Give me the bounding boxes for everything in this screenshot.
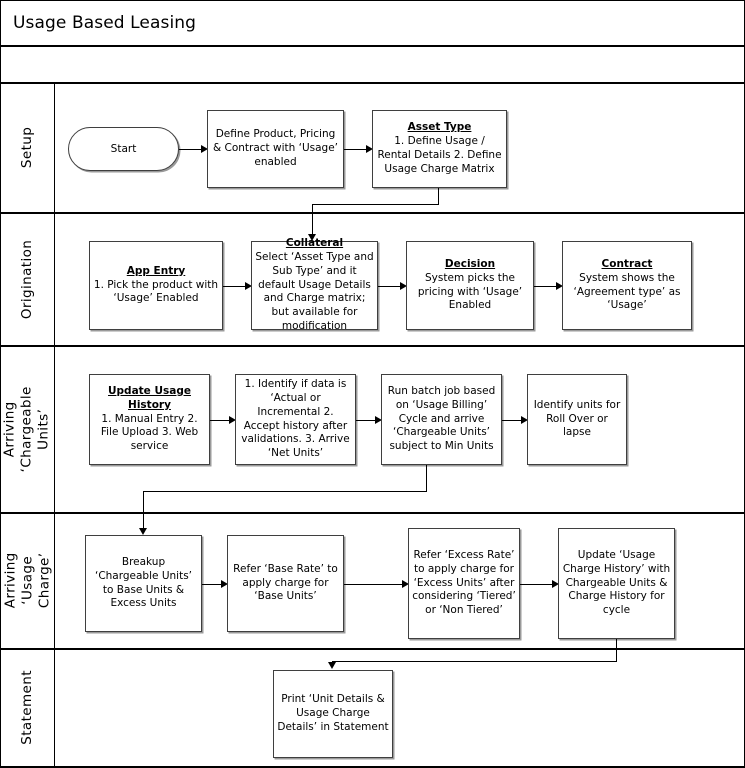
divider-blank-bottom (1, 82, 744, 84)
connector-excess-rate-to-update-history (520, 584, 554, 585)
connector-history-to-print-seg2 (332, 661, 617, 662)
connector-usage-history-to-identify-data (210, 420, 231, 421)
connector-asset-to-collateral-seg3 (312, 204, 313, 239)
node-identify-data-text: 1. Identify if data is ‘Actual or Increm… (241, 377, 350, 460)
node-identify-rollover-text: Identify units for Roll Over or lapse (533, 398, 621, 439)
node-update-usage-history-header: Update Usage History (108, 384, 191, 411)
node-asset-type-header: Asset Type (407, 121, 472, 134)
arrowhead-run-batch-job (375, 416, 382, 424)
connector-decision-to-contract (534, 286, 558, 287)
node-app-entry-header: App Entry (126, 264, 186, 277)
lane-label-column-divider (54, 82, 55, 766)
node-print-statement[interactable]: Print ‘Unit Details & Usage Charge Detai… (273, 670, 393, 758)
arrowhead-refer-excess-rate (402, 580, 409, 588)
node-run-batch-job[interactable]: Run batch job based on ‘Usage Billing’ C… (381, 374, 502, 465)
lane-label-setup-text: Setup (19, 126, 36, 169)
node-run-batch-job-text: Run batch job based on ‘Usage Billing’ C… (387, 384, 496, 453)
connector-base-rate-to-excess-rate (344, 584, 404, 585)
lane-label-statement: Statement (1, 649, 54, 766)
lane-label-statement-text: Statement (19, 670, 36, 745)
node-collateral-body: Select ‘Asset Type and Sub Type’ and it … (255, 250, 374, 333)
divider-chargeable-bottom (1, 512, 744, 514)
node-refer-excess-rate-text: Refer ‘Excess Rate’ to apply charge for … (412, 548, 516, 617)
node-define-product-text: Define Product, Pricing & Contract with … (212, 128, 339, 168)
lane-label-origination-text: Origination (19, 239, 36, 319)
connector-batch-to-breakup-seg1 (426, 465, 427, 492)
lane-label-chargeable-units: Arriving‘Chargeable Units’ (1, 346, 54, 512)
lane-label-origination: Origination (1, 213, 54, 345)
connector-app-entry-to-collateral (223, 286, 247, 287)
arrowhead-refer-base-rate (221, 580, 228, 588)
divider-statement-bottom (1, 766, 744, 767)
node-refer-excess-rate[interactable]: Refer ‘Excess Rate’ to apply charge for … (408, 528, 520, 639)
node-start-label: Start (110, 143, 137, 155)
divider-usagecharge-bottom (1, 648, 744, 650)
node-refer-base-rate[interactable]: Refer ‘Base Rate’ to apply charge for ‘B… (227, 535, 344, 632)
arrowhead-decision (400, 282, 407, 290)
node-update-usage-history-body: 1. Manual Entry 2. File Upload 3. Web se… (100, 412, 199, 453)
page-title: Usage Based Leasing (13, 13, 197, 33)
divider-origination-bottom (1, 345, 744, 347)
node-breakup-units[interactable]: Breakup ‘Chargeable Units’ to Base Units… (85, 535, 202, 632)
connector-identify-data-to-run-batch (356, 420, 377, 421)
connector-asset-to-collateral-seg2 (312, 204, 439, 205)
connector-batch-to-breakup-seg3 (143, 491, 144, 533)
connector-history-to-print-seg1 (616, 639, 617, 662)
arrowhead-define-product (201, 145, 208, 153)
arrowhead-asset-type (366, 145, 373, 153)
lane-label-setup: Setup (1, 83, 54, 212)
connector-define-product-to-asset-type (344, 149, 368, 150)
node-collateral-header: Collateral (285, 237, 344, 249)
node-identify-data[interactable]: 1. Identify if data is ‘Actual or Increm… (235, 374, 356, 465)
arrowhead-collateral (308, 234, 316, 241)
connector-start-to-define-product (179, 149, 203, 150)
node-contract-header: Contract (601, 257, 653, 270)
divider-setup-bottom (1, 212, 744, 214)
lane-label-chargeable-units-text: Arriving‘Chargeable Units’ (2, 385, 52, 473)
divider-title-bottom (1, 45, 744, 47)
node-app-entry-body: 1. Pick the product with ‘Usage’ Enabled (93, 278, 219, 305)
connector-run-batch-to-identify-rollover (502, 420, 523, 421)
node-decision-header: Decision (444, 257, 496, 270)
connector-collateral-to-decision (378, 286, 402, 287)
node-asset-type-body: 1. Define Usage / Rental Details 2. Defi… (377, 135, 502, 175)
arrowhead-identify-data (229, 416, 236, 424)
node-decision-body: System picks the pricing with ‘Usage’ En… (417, 271, 523, 312)
diagram-title-bar: Usage Based Leasing (1, 1, 744, 45)
arrowhead-print-statement (328, 662, 336, 669)
node-contract-body: System shows the ‘Agreement type’ as ‘Us… (573, 271, 681, 312)
node-update-usage-charge-history[interactable]: Update ‘Usage Charge History’ with Charg… (558, 528, 675, 639)
node-update-usage-charge-history-text: Update ‘Usage Charge History’ with Charg… (562, 548, 671, 617)
lane-label-usage-charge-text: Arriving‘Usage Charge’ (2, 552, 52, 609)
arrowhead-collateral-from-app-entry (245, 282, 252, 290)
node-define-product[interactable]: Define Product, Pricing & Contract with … (207, 110, 344, 188)
connector-breakup-to-base-rate (202, 584, 223, 585)
connector-asset-to-collateral-seg1 (438, 188, 439, 205)
node-refer-base-rate-text: Refer ‘Base Rate’ to apply charge for ‘B… (233, 562, 338, 603)
node-print-statement-text: Print ‘Unit Details & Usage Charge Detai… (277, 693, 389, 733)
connector-batch-to-breakup-seg2 (143, 491, 427, 492)
node-start[interactable]: Start (68, 127, 179, 171)
arrowhead-contract (556, 282, 563, 290)
arrowhead-update-usage-charge-history (552, 580, 559, 588)
lane-label-usage-charge: Arriving‘Usage Charge’ (1, 513, 54, 648)
arrowhead-identify-rollover (521, 416, 528, 424)
node-identify-rollover[interactable]: Identify units for Roll Over or lapse (527, 374, 627, 465)
arrowhead-breakup-units (139, 528, 147, 535)
node-breakup-units-text: Breakup ‘Chargeable Units’ to Base Units… (94, 555, 192, 610)
